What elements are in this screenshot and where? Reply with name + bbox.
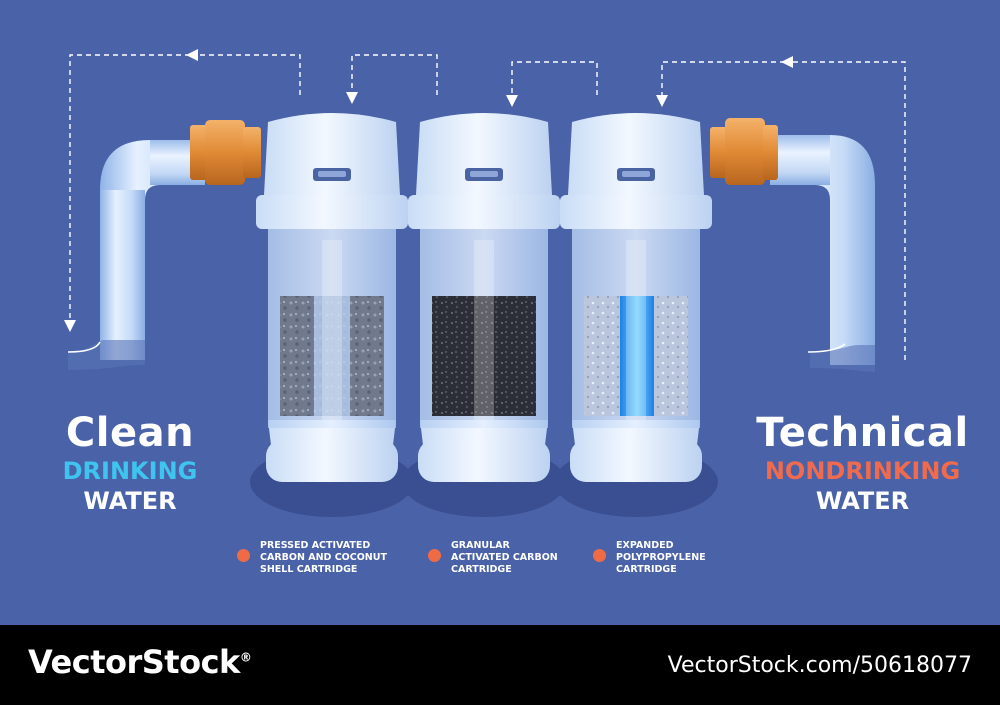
technical-title: Technical xyxy=(756,410,969,456)
inlet-pipe-left xyxy=(67,140,205,370)
legend-item-polypropylene: EXPANDED POLYPROPYLENE CARTRIDGE xyxy=(593,540,721,576)
nondrinking-subtitle: NONDRINKING xyxy=(764,457,961,485)
flow-arrow-1-2 xyxy=(351,54,438,95)
legend-label-polypropylene: EXPANDED POLYPROPYLENE CARTRIDGE xyxy=(616,540,706,575)
bullet-dot xyxy=(593,549,606,562)
stock-url[interactable]: VectorStock.com/50618077 xyxy=(667,653,972,678)
drinking-subtitle: DRINKING xyxy=(62,457,198,485)
flow-arrow-right xyxy=(785,61,906,360)
filter-system-illustration xyxy=(64,49,906,517)
water-word-left: WATER xyxy=(83,487,177,515)
legend-item-granular: GRANULAR ACTIVATED CARBON CARTRIDGE xyxy=(428,540,571,576)
legend-label-pressed: PRESSED ACTIVATED CARBON AND COCONUT SHE… xyxy=(260,540,387,575)
clean-water-label: Clean DRINKING WATER xyxy=(45,410,215,516)
fitting-left xyxy=(190,120,261,185)
arrowheads xyxy=(64,49,793,332)
brand-name: VectorStock xyxy=(28,643,240,681)
flow-arrow-2-3 xyxy=(511,61,598,98)
filter-housing-pressed xyxy=(250,113,414,517)
flow-arrows xyxy=(69,54,906,360)
legend-label-granular: GRANULAR ACTIVATED CARBON CARTRIDGE xyxy=(451,540,558,575)
filter-housing-granular xyxy=(402,113,566,517)
brand-logo: VectorStock® xyxy=(28,643,252,681)
legend-item-pressed: PRESSED ACTIVATED CARBON AND COCONUT SHE… xyxy=(237,540,400,576)
flow-arrow-left-top xyxy=(190,54,301,95)
bullet-dot xyxy=(428,549,441,562)
fitting-right xyxy=(710,118,778,185)
technical-water-label: Technical NONDRINKING WATER xyxy=(755,410,970,516)
registered-mark: ® xyxy=(239,650,252,665)
clean-title: Clean xyxy=(65,410,195,456)
bullet-dot xyxy=(237,549,250,562)
water-word-right: WATER xyxy=(815,487,910,515)
filter-housing-polypropylene xyxy=(554,113,718,517)
outlet-pipe-right xyxy=(770,135,875,372)
footer-bar: VectorStock® VectorStock.com/50618077 xyxy=(0,625,1000,705)
